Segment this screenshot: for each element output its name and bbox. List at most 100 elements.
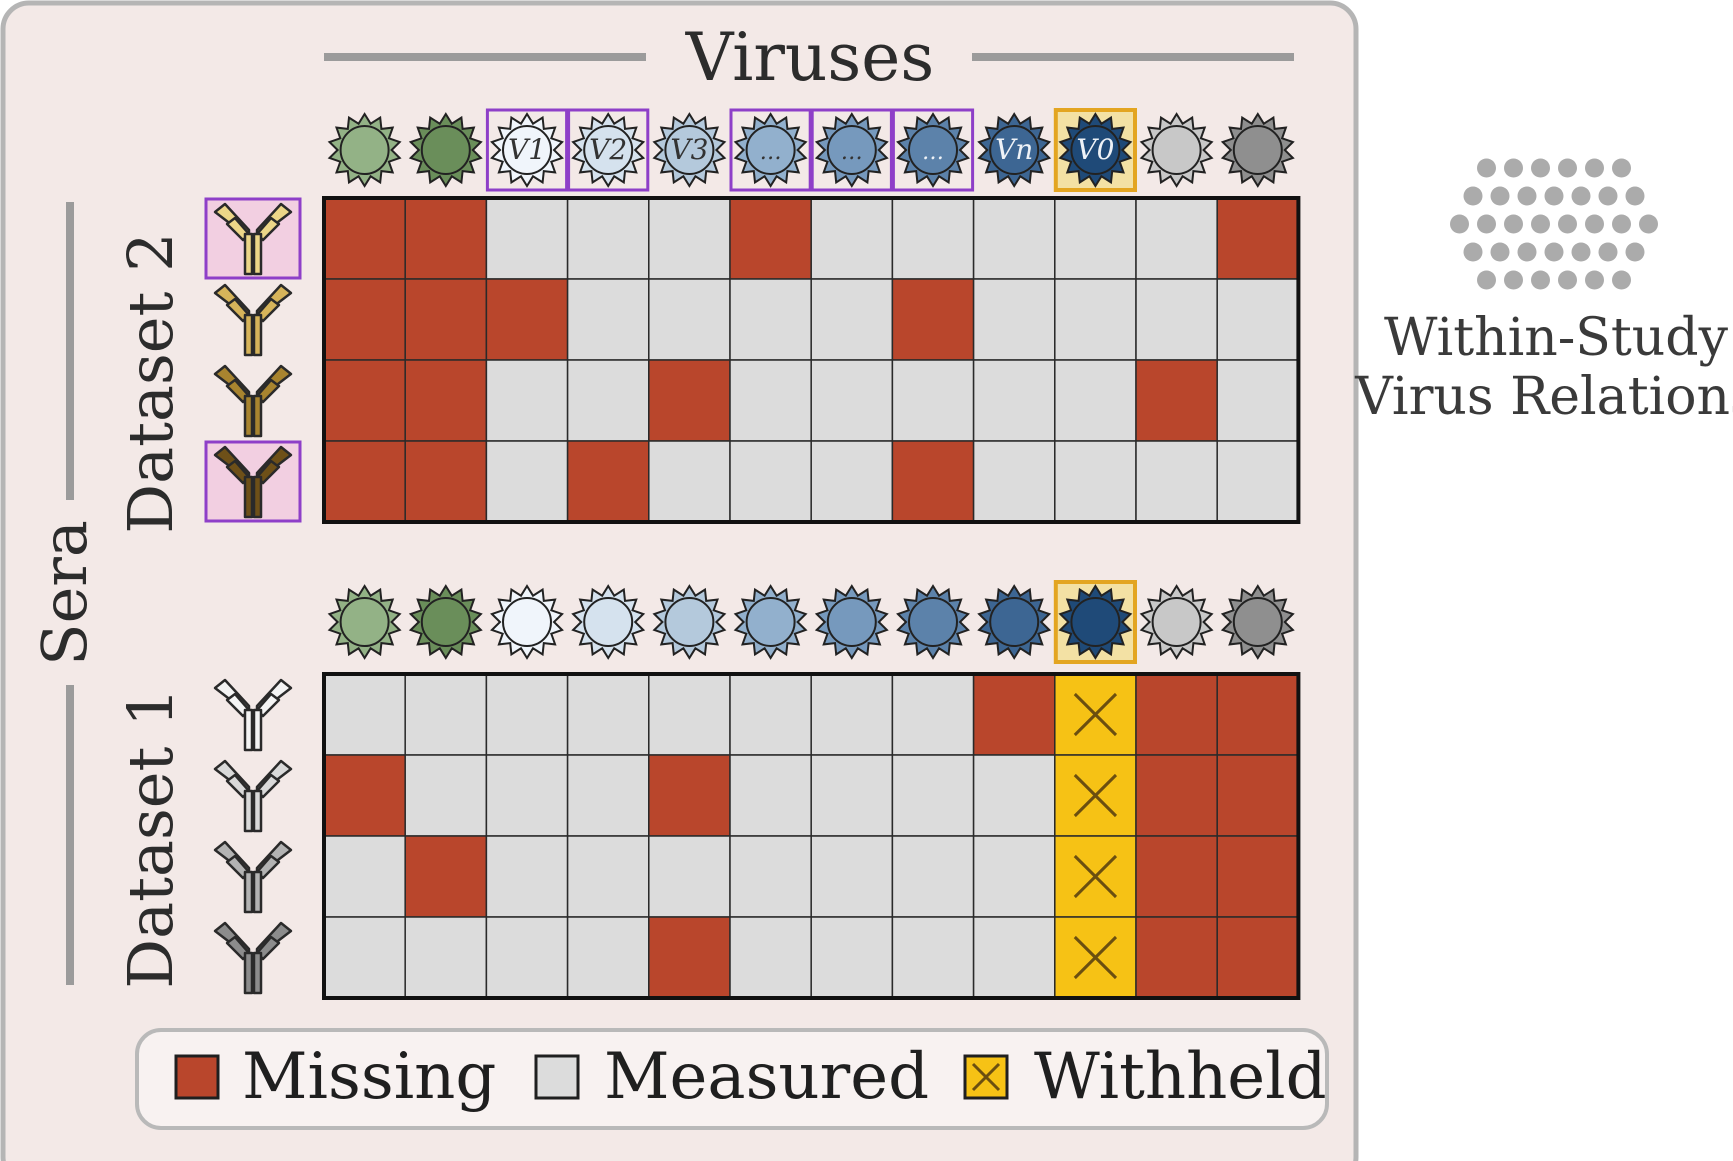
grid-cell [1135,197,1218,280]
virus-label: … [922,140,944,165]
cluster-dot [1558,270,1577,290]
grid-cell [891,673,975,756]
grid-cell [323,359,406,442]
grid-cell [810,835,894,918]
grid-cell [404,278,488,361]
virus-icon [408,584,483,660]
grid-cell [891,278,975,361]
virus-highlight-box [729,108,812,192]
dataset-1-label: Dataset 1 [114,687,187,988]
cluster-dot [1490,186,1510,206]
legend-missing-label: Missing [242,1040,496,1114]
cluster-dot [1585,158,1604,178]
grid-cell [729,278,812,361]
cluster-dot [1598,186,1618,206]
grid-cell [729,197,812,280]
virus-icon [814,584,889,660]
cluster-dot [1463,242,1483,262]
grid-cell [729,754,812,837]
dataset-2-grid [322,196,1301,524]
grid-cell [1216,673,1300,756]
virus-icon [327,584,402,660]
side-title-line2: Virus Relations [1354,367,1733,427]
dataset-1-antibody-column [213,678,293,995]
withheld-x-icon [1073,854,1118,899]
virus-icon [490,584,564,660]
virus-label: … [841,140,863,165]
antibody-icon [213,678,293,752]
virus-label: V2 [589,133,627,166]
grid-cell [1135,278,1218,361]
cluster-dot [1504,158,1523,178]
grid-cell [972,835,1056,918]
virus-highlight-box [485,108,569,192]
cluster-dot [1531,270,1550,290]
grid-cell [485,197,569,280]
antibody-icon [213,202,293,276]
grid-cell [972,278,1056,361]
cluster-dot [1517,242,1537,262]
grid-cell [648,835,731,918]
cluster-dot [1544,186,1564,206]
grid-cell [404,359,488,442]
virus-label: V3 [670,133,708,166]
grid-cell [810,440,894,523]
grid-cell [1135,916,1218,999]
antibody-icon [213,364,293,438]
cluster-dot [1585,270,1604,290]
grid-cell [566,440,650,523]
legend-measured-label: Measured [604,1040,929,1114]
cluster-dot [1531,214,1550,234]
grid-cell [1135,673,1218,756]
antibody-icon [213,283,293,357]
grid-cell [323,673,406,756]
grid-border [322,196,1301,524]
grid-cell [404,835,488,918]
virus-icon [652,584,727,660]
grid-cell [810,754,894,837]
withheld-x-icon [1073,773,1118,818]
virus-highlight-box [567,108,650,192]
withheld-x-icon [1073,935,1118,980]
virus-icon: … [814,112,889,188]
cluster-dot [1504,214,1523,234]
cluster-dot [1463,186,1483,206]
legend-box [135,1028,1329,1130]
dataset-1-virus-row [327,584,1295,660]
grid-cell [323,835,406,918]
grid-cell [891,197,975,280]
virus-icon [1058,584,1133,660]
grid-cell [566,197,650,280]
grid-cell [323,916,406,999]
grid-cell [404,916,488,999]
cluster-dot [1450,214,1469,234]
grid-cell [972,916,1056,999]
grid-cell [729,673,812,756]
grid-cell [648,440,731,523]
antibody-icon [213,921,293,995]
grid-cell [485,673,569,756]
grid-cell [729,440,812,523]
antibody-icon [213,445,293,519]
grid-cell [972,197,1056,280]
grid-cell [1216,916,1300,999]
antibody-icon [213,759,293,833]
cluster-dot [1504,270,1523,290]
grid-cell [1135,835,1218,918]
virus-icon [327,112,402,188]
virus-icon [896,584,970,660]
grid-cell [648,197,731,280]
cluster-dot [1625,186,1645,206]
grid-cell [323,278,406,361]
grid-cell [485,754,569,837]
grid-cell [566,278,650,361]
grid-cell [972,673,1056,756]
grid-cell [404,440,488,523]
grid-cell [1135,440,1218,523]
grid-cell [566,754,650,837]
grid-cell [891,916,975,999]
grid-cell [810,278,894,361]
grid-cell [810,673,894,756]
grid-cell [323,440,406,523]
